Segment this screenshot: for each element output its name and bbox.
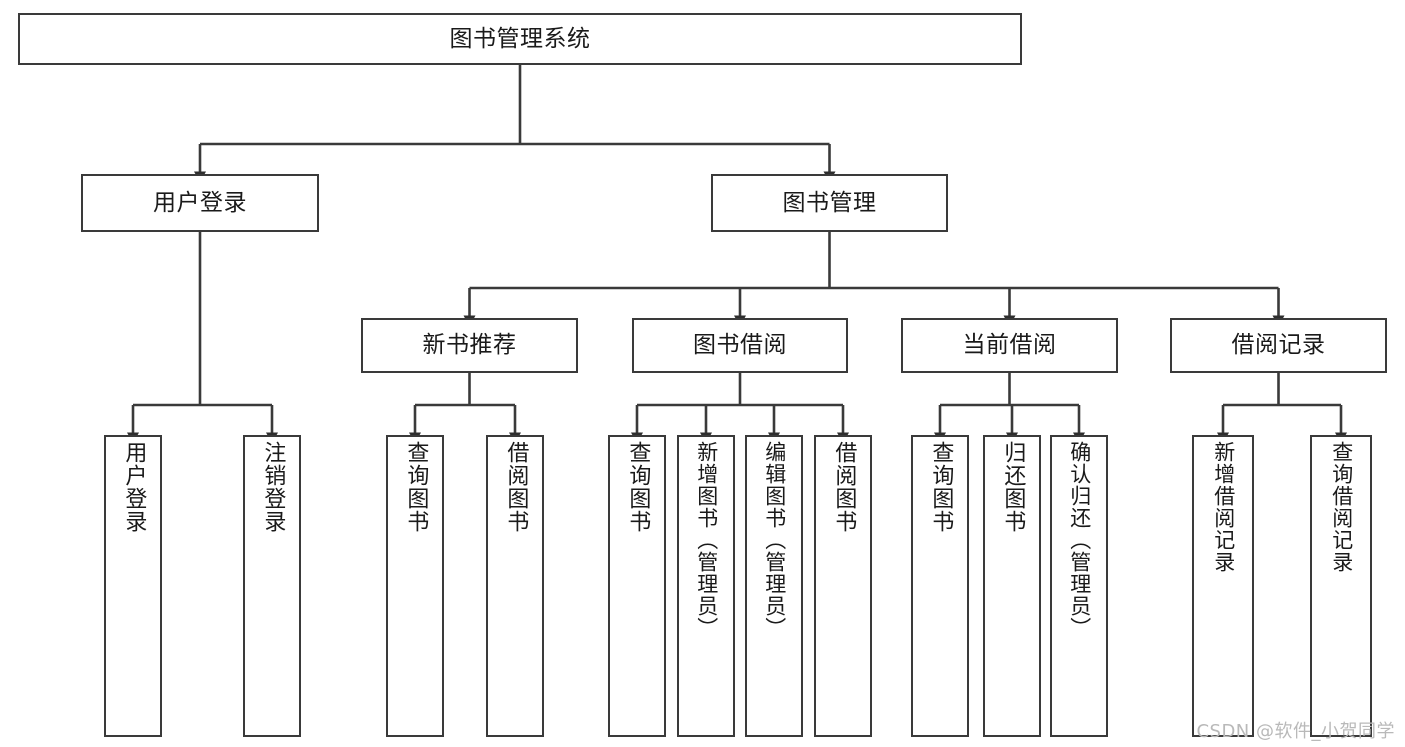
node-leaf-query-3[interactable]: 查询图书 <box>911 435 969 737</box>
node-label: 新增借阅记录 <box>1211 441 1236 573</box>
node-book-borrow[interactable]: 图书借阅 <box>632 318 848 373</box>
node-leaf-add-rec[interactable]: 新增借阅记录 <box>1192 435 1254 737</box>
node-leaf-query-2[interactable]: 查询图书 <box>608 435 666 737</box>
node-label: 借阅图书 <box>503 441 529 533</box>
node-label: 编辑图书（管理员） <box>762 441 787 639</box>
node-label: 图书借阅 <box>693 332 787 359</box>
node-label: 查询图书 <box>625 441 651 533</box>
node-label: 查询图书 <box>403 441 429 533</box>
node-leaf-user-login[interactable]: 用户登录 <box>104 435 162 737</box>
node-label: 查询图书 <box>928 441 954 533</box>
node-leaf-query-rec[interactable]: 查询借阅记录 <box>1310 435 1372 737</box>
node-label: 新书推荐 <box>422 332 517 359</box>
node-label: 查询借阅记录 <box>1329 441 1354 573</box>
node-label: 归还图书 <box>1000 441 1026 533</box>
node-borrow-record[interactable]: 借阅记录 <box>1170 318 1387 373</box>
node-label: 当前借阅 <box>962 332 1057 359</box>
node-label: 图书管理系统 <box>449 25 591 52</box>
node-label: 用户登录 <box>153 189 247 216</box>
node-label: 借阅图书 <box>831 441 857 533</box>
node-current-borrow[interactable]: 当前借阅 <box>901 318 1118 373</box>
node-label: 图书管理 <box>782 189 877 216</box>
node-leaf-borrow-1[interactable]: 借阅图书 <box>486 435 544 737</box>
node-label: 注销登录 <box>260 441 286 533</box>
node-leaf-borrow-2[interactable]: 借阅图书 <box>814 435 872 737</box>
node-user-login[interactable]: 用户登录 <box>81 174 319 232</box>
node-leaf-add-book[interactable]: 新增图书（管理员） <box>677 435 735 737</box>
node-leaf-return[interactable]: 归还图书 <box>983 435 1041 737</box>
node-leaf-logout[interactable]: 注销登录 <box>243 435 301 737</box>
node-root[interactable]: 图书管理系统 <box>18 13 1022 65</box>
node-leaf-edit-book[interactable]: 编辑图书（管理员） <box>745 435 803 737</box>
node-leaf-confirm[interactable]: 确认归还（管理员） <box>1050 435 1108 737</box>
node-new-book-rec[interactable]: 新书推荐 <box>361 318 578 373</box>
node-label: 借阅记录 <box>1231 332 1326 359</box>
watermark-text: CSDN @软件_小贺同学 <box>1196 721 1395 742</box>
node-leaf-query-1[interactable]: 查询图书 <box>386 435 444 737</box>
node-label: 确认归还（管理员） <box>1067 441 1092 639</box>
node-book-manage[interactable]: 图书管理 <box>711 174 948 232</box>
node-label: 用户登录 <box>121 441 147 533</box>
node-label: 新增图书（管理员） <box>694 441 719 639</box>
